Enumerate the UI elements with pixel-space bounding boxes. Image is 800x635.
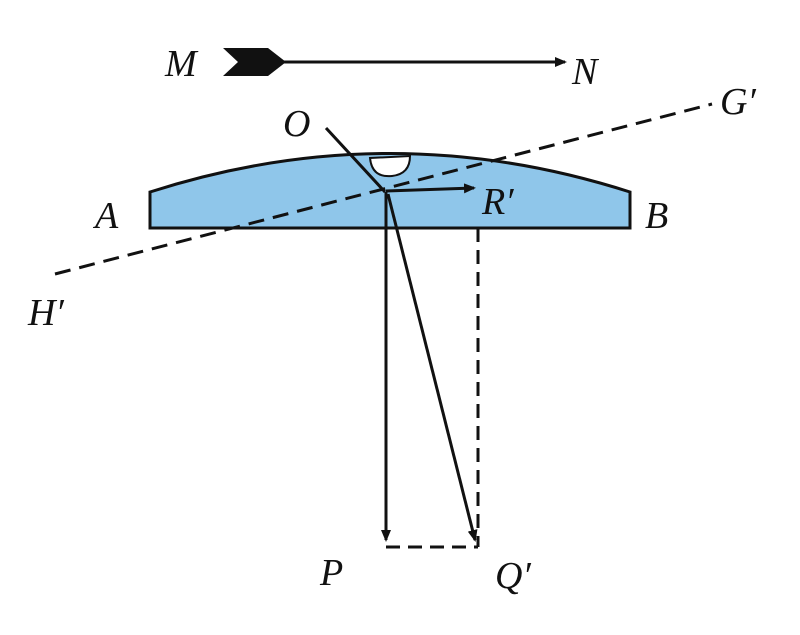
lens-bubble <box>368 154 412 178</box>
label-o: O <box>283 103 310 145</box>
label-q-prime: Q′ <box>495 555 531 597</box>
label-g-prime: G′ <box>720 81 756 123</box>
label-r-prime: R′ <box>481 181 514 223</box>
label-m: M <box>164 43 199 85</box>
arrow-to-r <box>385 183 476 194</box>
label-n: N <box>571 51 600 93</box>
arrow-tail-fletching <box>223 48 286 76</box>
arrow-to-q <box>386 193 478 542</box>
incident-line-o <box>324 126 387 194</box>
label-h-prime: H′ <box>27 292 64 334</box>
label-b: B <box>645 195 668 237</box>
label-p: P <box>319 552 343 594</box>
label-a: A <box>92 195 119 237</box>
